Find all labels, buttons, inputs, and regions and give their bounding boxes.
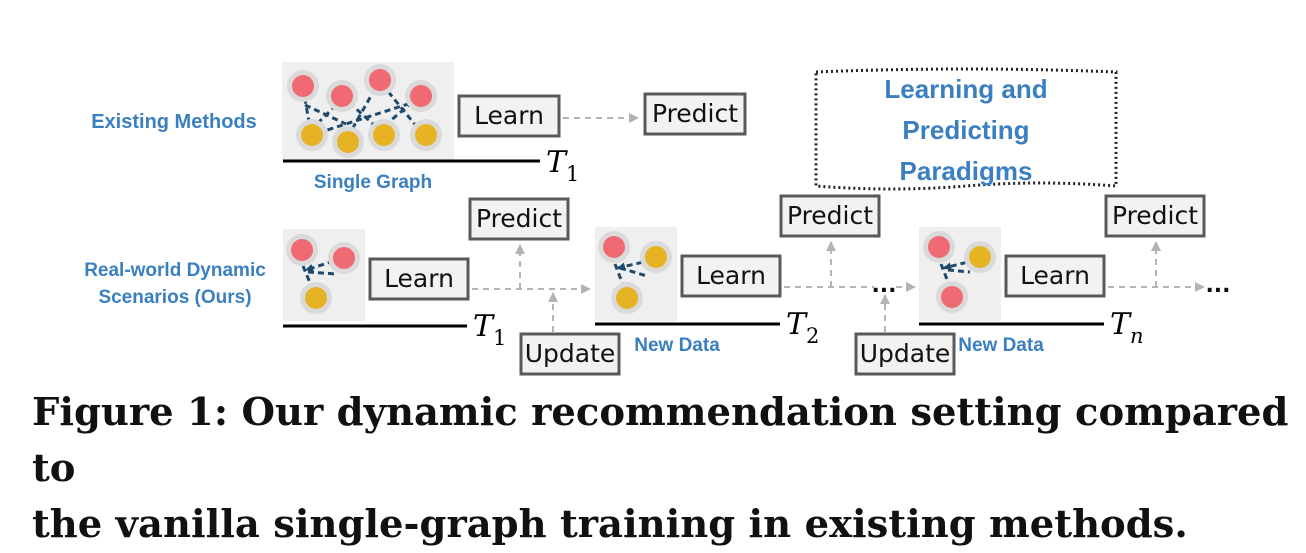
caption-line-1: Figure 1: Our dynamic recommendation set… [32,390,1289,491]
user-node [326,80,358,112]
svg-text:Predict: Predict [476,204,562,233]
dynamic-label-line2: Scenarios (Ours) [98,287,251,308]
dynamic-label-line1: Real-world Dynamic [84,260,266,281]
user-node [287,70,319,102]
svg-text:Predict: Predict [787,201,873,230]
svg-text:Learn: Learn [1020,261,1090,290]
update-box-step-1: Update [519,332,621,376]
item-node [332,126,364,158]
item-node [410,119,442,151]
svg-text:Paradigms: Paradigms [900,156,1033,186]
new-data-caption-step-2: New Data [634,335,720,356]
learn-box-step-2: Learn [680,254,782,298]
svg-text:Learning and: Learning and [884,74,1047,104]
svg-text:Predict: Predict [1112,201,1198,230]
predict-box-step-1: Predict [468,197,570,241]
time-label-step-1: T1 [473,309,506,350]
predict-box-step-n: Predict [1104,194,1206,238]
svg-text:Predict: Predict [652,99,738,128]
new-data-caption-step-n: New Data [958,335,1044,356]
flow-arrows-step-2 [784,241,916,332]
graph-step-2 [595,227,677,321]
svg-text:Update: Update [860,339,951,368]
time-label-step-n: Tn [1110,307,1144,348]
learn-box-step-1: Learn [368,257,470,301]
item-node [964,241,996,273]
item-node [640,241,672,273]
ellipsis-end: ... [1205,273,1230,298]
user-node [328,242,360,274]
svg-text:Update: Update [525,339,616,368]
user-node [598,231,630,263]
caption-line-2: the vanilla single-graph training in exi… [32,502,1188,547]
graph-step-n [919,227,1001,321]
user-node [405,80,437,112]
learn-box-existing: Learn [457,94,561,138]
time-label-step-2: T2 [786,307,819,348]
time-label-existing: T1 [546,145,579,186]
ellipsis-mid: ... [871,273,896,298]
single-graph-caption: Single Graph [314,172,432,193]
paradigm-legend-box: Learning and Predicting Paradigms [814,67,1118,191]
item-node [611,282,643,314]
predict-box-step-2: Predict [779,194,881,238]
flow-arrows-step-n [1108,241,1205,292]
svg-text:Learn: Learn [696,261,766,290]
graph-step-1 [283,229,365,321]
user-node [923,231,955,263]
svg-text:Predicting: Predicting [902,115,1029,145]
item-node [368,119,400,151]
item-node [296,119,328,151]
update-box-step-2: Update [854,332,956,376]
user-node [936,281,968,313]
user-node [286,234,318,266]
item-node [300,282,332,314]
single-graph-illustration [282,62,454,160]
flow-arrows-step-1 [472,244,591,332]
figure-caption: Figure 1: Our dynamic recommendation set… [32,385,1292,553]
svg-text:Learn: Learn [474,101,544,130]
predict-box-existing: Predict [643,92,747,136]
learn-box-step-n: Learn [1004,254,1106,298]
existing-methods-label: Existing Methods [91,111,257,133]
svg-text:Learn: Learn [384,264,454,293]
user-node [364,64,396,96]
